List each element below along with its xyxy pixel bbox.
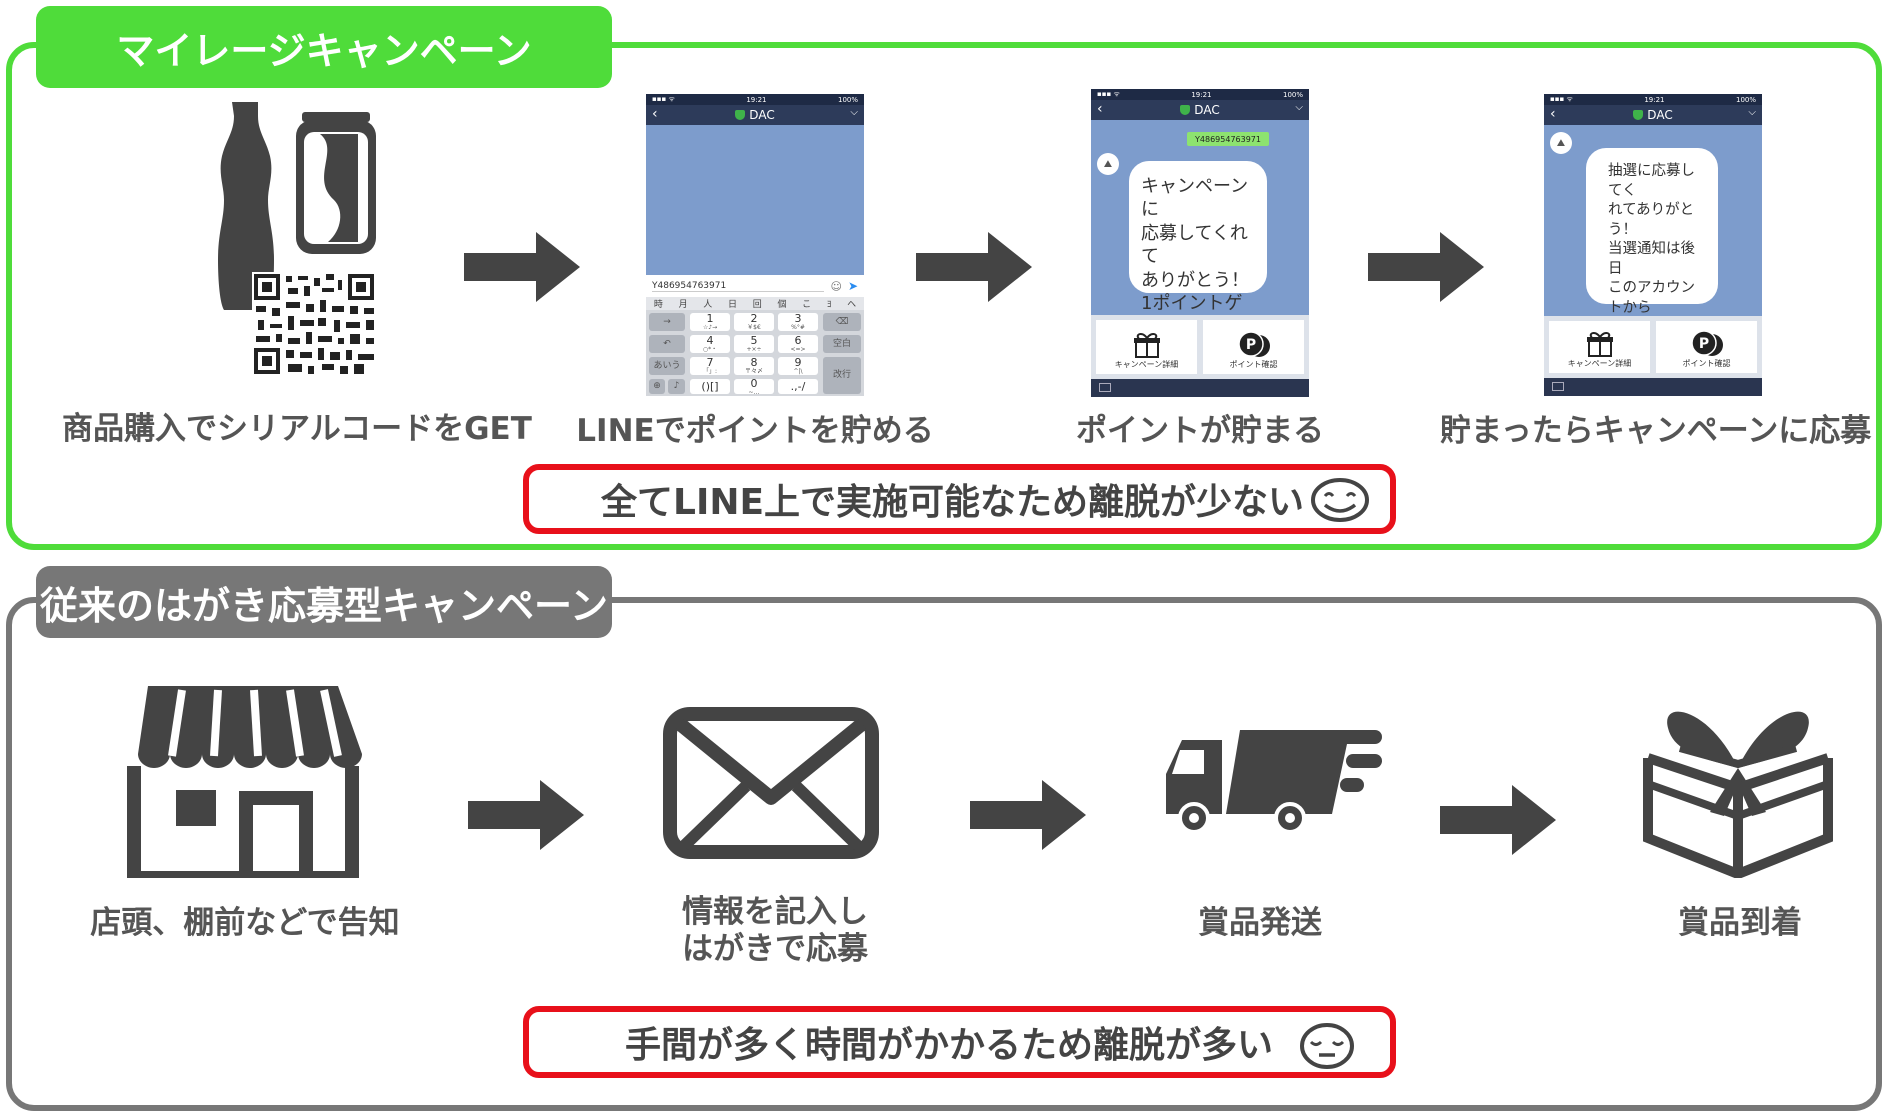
input-bar (1091, 379, 1309, 397)
benefit-note: 全てLINE上で実施可能なため離脱が少ない (523, 464, 1396, 534)
key-3[interactable]: 3%°# (778, 313, 818, 331)
shield-icon (1633, 110, 1644, 120)
input-bar (1544, 378, 1762, 396)
mileage-campaign-title: マイレージキャンペーン (36, 6, 612, 88)
right-arrow-icon (916, 232, 1032, 302)
store-icon (127, 686, 362, 878)
right-arrow-icon (970, 780, 1086, 850)
postcard-campaign-title: 従来のはがき応募型キャンペーン (36, 566, 612, 638)
key-6[interactable]: 6<=> (778, 335, 818, 353)
key-backspace[interactable]: ⌫ (823, 313, 861, 331)
chat-header: ‹ DAC ⌵ (646, 105, 864, 125)
step-label-apply: 貯まったらキャンペーンに応募 (1440, 413, 1872, 449)
svg-text:P: P (1245, 337, 1255, 353)
key-4[interactable]: 4○*・ (690, 335, 730, 353)
chevron-down-icon[interactable]: ⌵ (850, 107, 858, 118)
svg-text:P: P (1698, 336, 1708, 352)
key-globe[interactable]: ⊕ (649, 379, 665, 394)
key-undo[interactable]: ↶ (649, 335, 685, 353)
smile-face-icon (1311, 478, 1369, 522)
keyboard-toggle-icon[interactable] (1099, 383, 1111, 392)
right-arrow-icon (1368, 232, 1484, 302)
step-label-announce: 店頭、棚前などで告知 (90, 905, 400, 941)
message-input[interactable]: Y486954763971 (652, 281, 825, 292)
back-icon[interactable]: ‹ (1550, 106, 1556, 122)
key-brackets[interactable]: ()[] (690, 379, 730, 394)
step-label-postcard: 情報を記入し はがきで応募 (682, 894, 868, 968)
delivery-truck-icon (1166, 730, 1382, 834)
back-icon[interactable]: ‹ (1097, 101, 1103, 117)
campaign-detail-button[interactable]: キャンペーン詳細 (1549, 321, 1650, 373)
send-icon[interactable]: ➤ (847, 279, 858, 293)
gift-icon (1133, 332, 1160, 358)
mileage-campaign-panel (6, 42, 1882, 550)
key-7[interactable]: 7「」: (690, 357, 730, 375)
step-label-serial: 商品購入でシリアルコードをGET (62, 411, 532, 447)
keyboard: 時月人日回個こﾖヘ → ↶ あいう ⊕ ♪ 1☆♪→ 2￥$€ 3%°# 4○*… (646, 297, 864, 396)
key-enter[interactable]: 改行 (823, 357, 861, 394)
bottle-can-icon (218, 102, 376, 310)
sent-serial-message: Y486954763971 (1187, 132, 1269, 146)
chevron-down-icon[interactable]: ⌵ (1295, 102, 1303, 113)
envelope-icon (663, 707, 879, 859)
key-1[interactable]: 1☆♪→ (690, 313, 730, 331)
postcard-campaign-panel (6, 597, 1882, 1111)
back-icon[interactable]: ‹ (652, 106, 658, 122)
sad-face-icon (1300, 1023, 1354, 1069)
rich-menu: キャンペーン詳細 P ポイント確認 (1544, 316, 1762, 378)
key-space[interactable]: 空白 (823, 335, 861, 353)
message-input-bar: Y486954763971 ☺ ➤ (646, 275, 864, 297)
key-mic[interactable]: ♪ (668, 379, 685, 394)
step-label-shipping: 賞品発送 (1198, 905, 1322, 941)
chat-header: ‹ DAC ⌵ (1544, 105, 1762, 125)
gift-icon (1586, 331, 1613, 357)
step-label-save-points: LINEでポイントを貯める (576, 413, 934, 449)
account-avatar: ⛰ (1550, 132, 1572, 154)
key-kana[interactable]: あいう (649, 357, 685, 375)
points-coin-icon: P (1237, 331, 1270, 357)
account-avatar: ⛰ (1097, 153, 1119, 175)
key-arrow[interactable]: → (649, 313, 685, 331)
point-check-button[interactable]: P ポイント確認 (1203, 320, 1304, 374)
key-2[interactable]: 2￥$€ (734, 313, 774, 331)
key-8[interactable]: 8〒々〆 (734, 357, 774, 375)
chat-background (646, 125, 864, 275)
shield-icon (735, 110, 746, 120)
key-punct[interactable]: .,-/ (778, 379, 818, 394)
step-label-arrival: 賞品到着 (1678, 905, 1802, 941)
reply-bubble: キャンペーンに 応募してくれて ありがとう！ 1ポイントゲット。 (1129, 161, 1267, 337)
drawback-note: 手間が多く時間がかかるため離脱が多い (523, 1006, 1396, 1078)
campaign-detail-button[interactable]: キャンペーン詳細 (1096, 320, 1197, 374)
reply-bubble: 抽選に応募してく れてありがとう！ 当選通知は後日 このアカウントから 連絡する… (1586, 148, 1718, 394)
rich-menu: キャンペーン詳細 P ポイント確認 (1091, 315, 1309, 379)
qr-code-icon (252, 272, 376, 376)
chat-header: ‹ DAC ⌵ (1091, 100, 1309, 120)
shield-icon (1180, 105, 1191, 115)
point-check-button[interactable]: P ポイント確認 (1656, 321, 1757, 373)
key-5[interactable]: 5+×÷ (734, 335, 774, 353)
keyboard-toggle-icon[interactable] (1552, 382, 1564, 391)
chevron-down-icon[interactable]: ⌵ (1748, 107, 1756, 118)
points-coin-icon: P (1690, 330, 1723, 356)
gift-box-icon (1643, 711, 1833, 878)
right-arrow-icon (1440, 785, 1556, 855)
right-arrow-icon (464, 232, 580, 302)
emoji-icon[interactable]: ☺ (830, 279, 842, 293)
step-label-points-accumulate: ポイントが貯まる (1076, 413, 1324, 449)
right-arrow-icon (468, 780, 584, 850)
key-9[interactable]: 9^|\ (778, 357, 818, 375)
key-0[interactable]: 0~… (734, 378, 774, 395)
candidate-bar: 時月人日回個こﾖヘ (646, 297, 864, 310)
